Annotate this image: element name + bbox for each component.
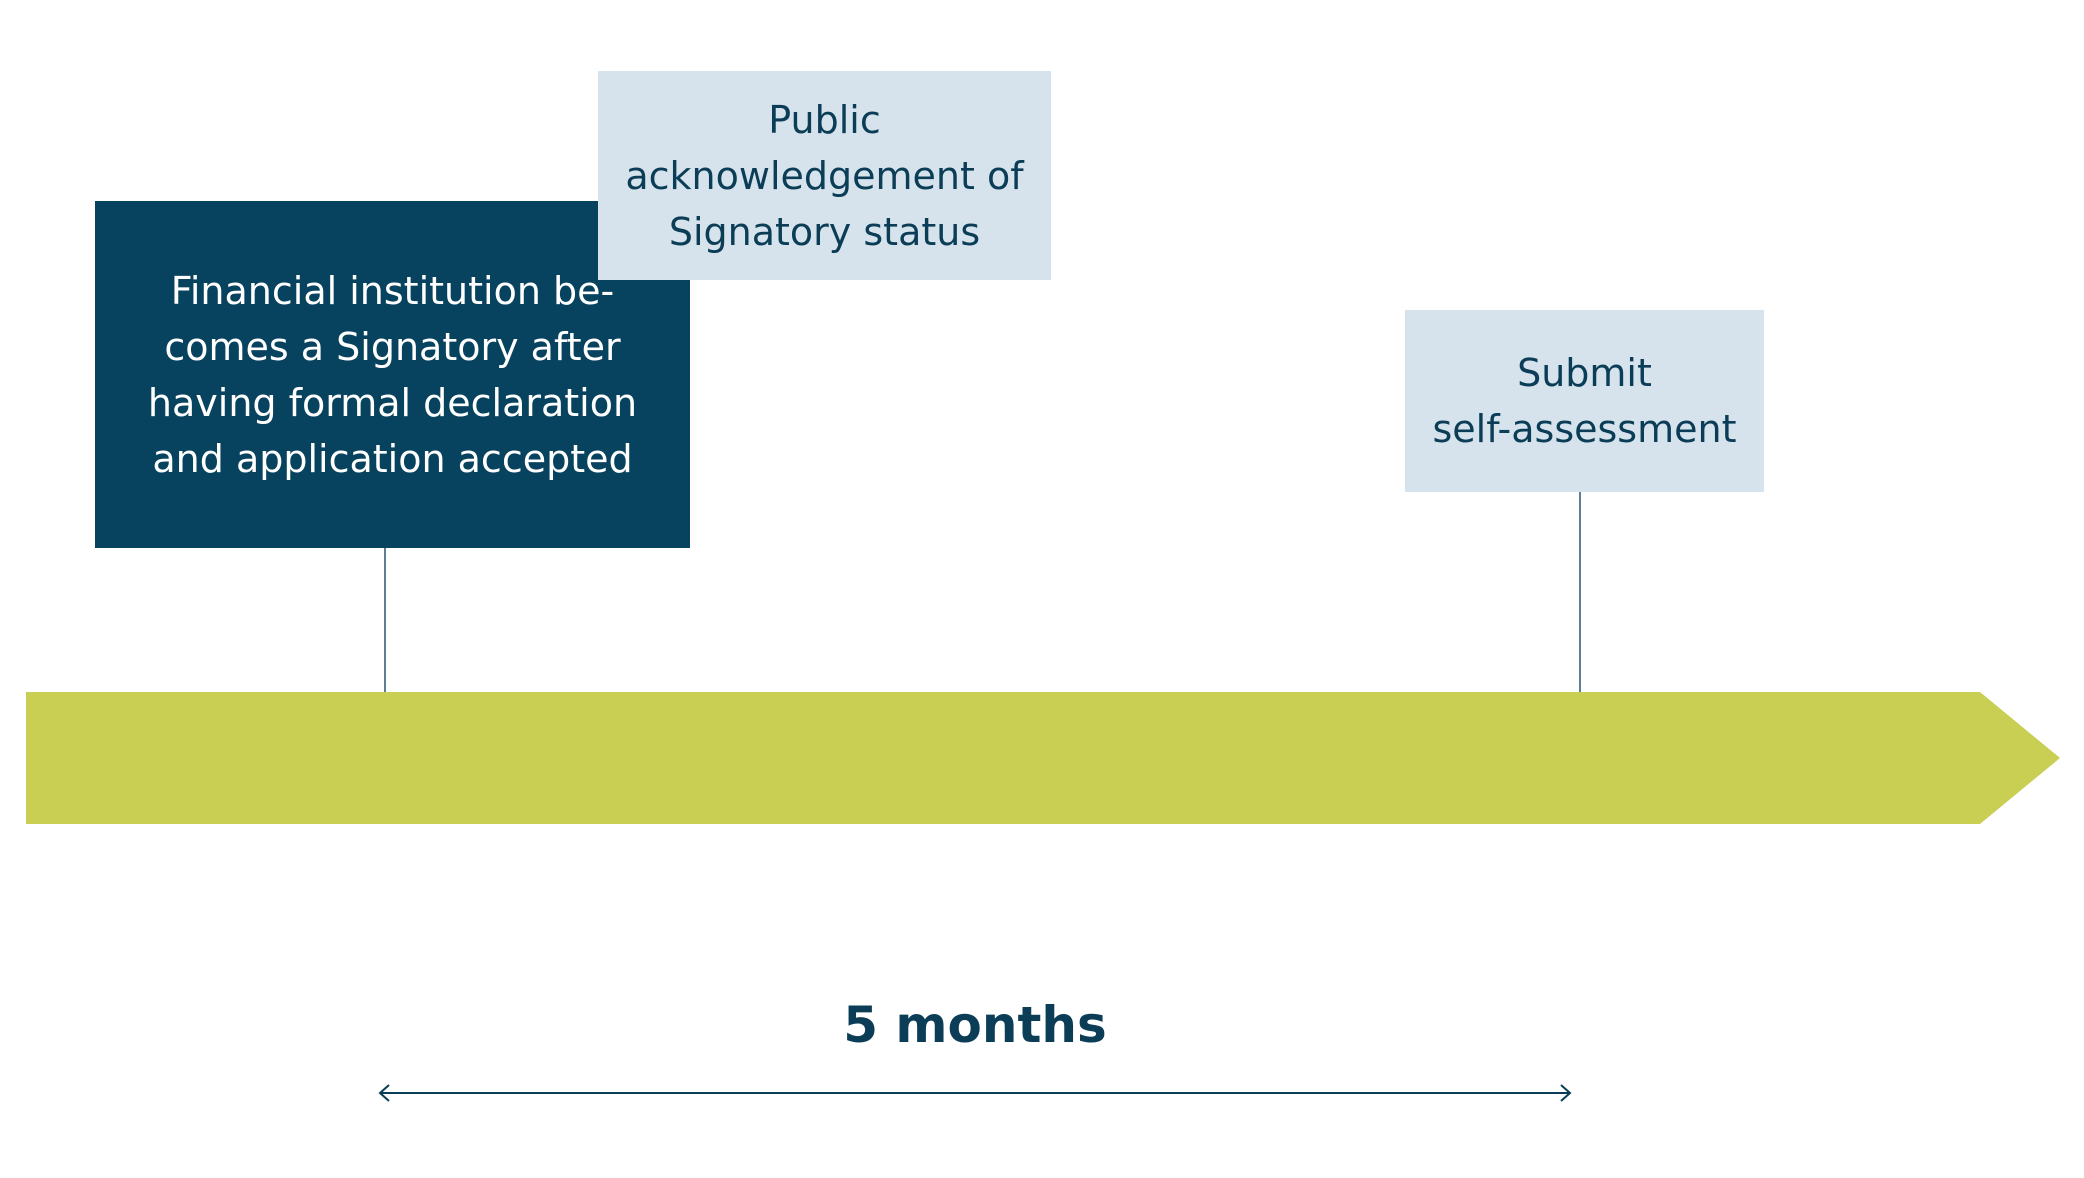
duration-arrow-left-head	[378, 1084, 390, 1102]
duration-label: 5 months	[843, 996, 1107, 1054]
connector-line-signatory	[384, 548, 386, 692]
step-label-signatory: Financial institution be-comes a Signato…	[147, 268, 638, 481]
duration-arrow	[378, 1084, 1572, 1102]
timeline-arrow	[26, 692, 2060, 824]
duration-arrow-right-head	[1560, 1084, 1572, 1102]
connector-line-submit	[1579, 492, 1581, 692]
step-box-signatory: Financial institution be-comes a Signato…	[95, 201, 690, 548]
